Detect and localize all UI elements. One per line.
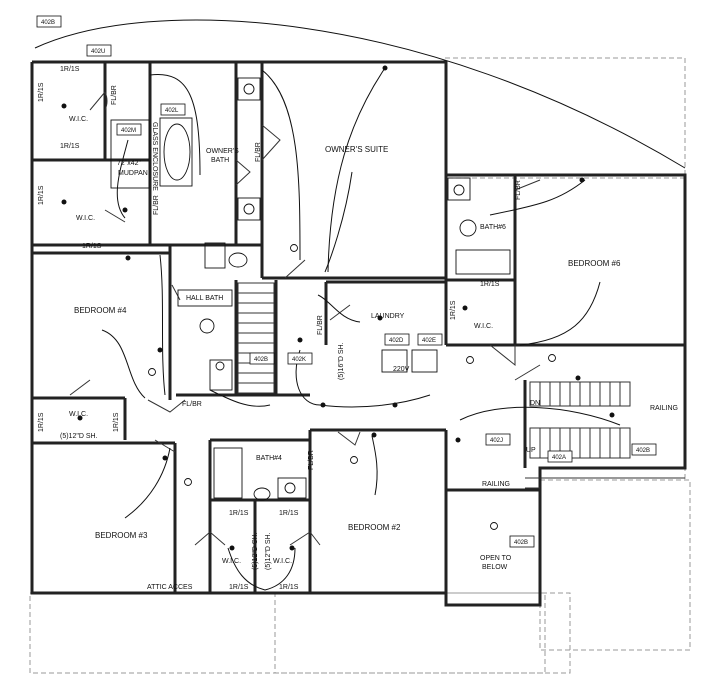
circuit-tag-402b-right: 402B — [631, 443, 657, 456]
note-shelf-rod-1: 1R/1S — [60, 66, 80, 73]
room-wic-label-5: W.I.C. — [222, 558, 241, 565]
note-shelves-5-12-v2: (5)12"D SH. — [265, 532, 272, 570]
svg-text:402B: 402B — [636, 448, 650, 454]
mudpan-label-2: MUDPAN — [118, 170, 148, 177]
note-shelf-rod-v1: 1R/1S — [38, 82, 45, 102]
note-shelf-rod-v3: 1R/1S — [38, 412, 45, 432]
note-flbr-6: FL/BR — [308, 450, 315, 470]
note-dn: DN — [530, 400, 540, 407]
note-railing-1: RAILING — [650, 405, 678, 412]
room-wic-label-3: W.I.C. — [69, 411, 88, 418]
circuit-tag-402b-top: 402B — [36, 15, 62, 28]
interior-walls — [32, 62, 685, 605]
room-wic-label-6: W.I.C. — [273, 558, 292, 565]
svg-text:402B: 402B — [254, 357, 268, 363]
circuit-tag-402l: 402L — [160, 103, 186, 116]
note-shelf-rod-v4: 1R/1S — [113, 412, 120, 432]
room-bedroom6-label: BEDROOM #6 — [568, 259, 621, 268]
room-bedroom4-label: BEDROOM #4 — [74, 306, 127, 315]
room-laundry-label: LAUNDRY — [371, 313, 405, 320]
room-owners-bath-label-2: BATH — [211, 157, 229, 164]
note-shelf-rod-8: 1R/1S — [279, 584, 299, 591]
room-owners-bath-label-1: OWNER'S — [206, 148, 239, 155]
electrical-devices — [61, 65, 615, 551]
note-shelves-5-12-v1: (5)12"D SH. — [252, 532, 259, 570]
room-open-to-label-2: BELOW — [482, 564, 508, 571]
doors — [69, 91, 541, 546]
wiring — [34, 19, 686, 591]
room-owners-suite-label: OWNER'S SUITE — [325, 145, 388, 154]
room-open-to-label-1: OPEN TO — [480, 555, 512, 562]
circuit-tag-402j: 402J — [485, 433, 511, 446]
note-attic-access: ATTIC ACCES — [147, 584, 193, 591]
note-shelf-rod-6: 1R/1S — [279, 510, 299, 517]
note-flbr-5: FL/BR — [515, 180, 522, 200]
fixtures — [110, 77, 511, 501]
room-bedroom3-label: BEDROOM #3 — [95, 531, 148, 540]
note-flbr-1: FL/BR — [111, 85, 118, 105]
note-220v: 220V — [393, 366, 410, 373]
glass-enclosure-label: GLASS ENCLOSURE — [151, 122, 158, 191]
note-shelf-rod-3: 1R/1S — [82, 243, 102, 250]
svg-text:402E: 402E — [422, 338, 436, 344]
circuit-tag-402a: 402A — [547, 450, 573, 463]
room-bath4-label: BATH#4 — [256, 455, 282, 462]
note-shelf-rod-4: 1R/1S — [480, 281, 500, 288]
circuit-tag-402b-open: 402B — [509, 535, 535, 548]
note-flbr-2: FL/BR — [153, 195, 160, 215]
note-shelf-rod-2: 1R/1S — [60, 143, 80, 150]
note-up: UP — [526, 447, 536, 454]
note-shelves-5-12: (5)12"D SH. — [60, 433, 98, 440]
stairs — [237, 282, 685, 489]
note-shelf-rod-v2: 1R/1S — [38, 185, 45, 205]
note-flbr-3: FL/BR — [255, 142, 262, 162]
room-bedroom2-label: BEDROOM #2 — [348, 523, 401, 532]
svg-text:402U: 402U — [91, 49, 105, 55]
room-hall-bath-label: HALL BATH — [186, 295, 223, 302]
note-flbr-4: FL/BR — [317, 315, 324, 335]
note-shelves-5-16: (5)16"D SH. — [338, 342, 345, 380]
svg-text:402B: 402B — [41, 20, 55, 26]
note-shelf-rod-5: 1R/1S — [229, 510, 249, 517]
circuit-tag-402e: 402E — [417, 333, 443, 346]
note-shelf-rod-7: 1R/1S — [229, 584, 249, 591]
svg-text:402J: 402J — [490, 438, 503, 444]
room-wic-label-2: W.I.C. — [76, 215, 95, 222]
circuit-tag-402m: 402M — [116, 123, 142, 136]
mudpan-label-1: 72"x42" — [117, 160, 142, 167]
svg-text:402L: 402L — [165, 108, 179, 114]
exterior-walls — [30, 60, 687, 607]
svg-text:402D: 402D — [389, 338, 404, 344]
circuit-tag-402u: 402U — [86, 44, 112, 57]
note-shelf-rod-v5: 1R/1S — [450, 300, 457, 320]
room-bath6-label: BATH#6 — [480, 224, 506, 231]
note-railing-2: RAILING — [482, 481, 510, 488]
note-flbr-7: FL/BR — [182, 401, 202, 408]
circuit-tag-402b-mid: 402B — [249, 352, 275, 365]
svg-text:402B: 402B — [514, 540, 528, 546]
room-wic-label-4: W.I.C. — [474, 323, 493, 330]
room-wic-label-1: W.I.C. — [69, 116, 88, 123]
svg-text:402K: 402K — [292, 357, 306, 363]
circuit-tag-402d: 402D — [384, 333, 410, 346]
circuit-tag-402k: 402K — [287, 352, 313, 365]
svg-text:402A: 402A — [552, 455, 566, 461]
svg-text:402M: 402M — [121, 128, 136, 134]
